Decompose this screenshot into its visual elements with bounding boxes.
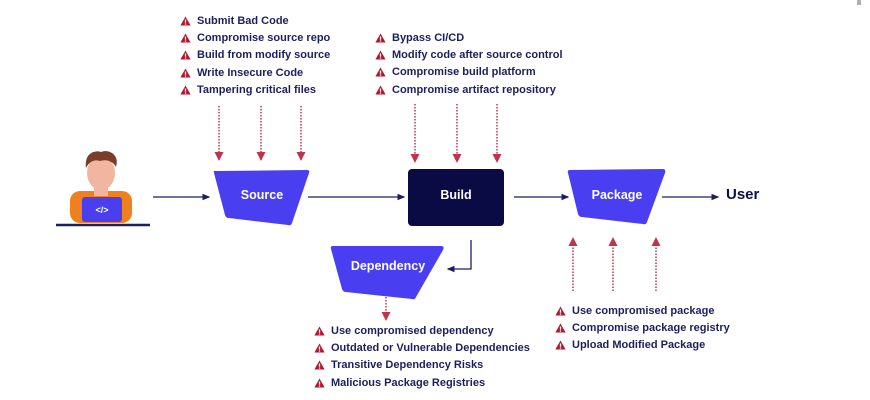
developer-icon: </> (56, 151, 150, 227)
threat-text: Malicious Package Registries (331, 376, 486, 389)
warning-icon (555, 306, 566, 316)
threat-item: Submit Bad Code (180, 12, 330, 29)
threat-text: Upload Modified Package (572, 339, 706, 352)
build-stage (408, 169, 504, 226)
threat-text: Modify code after source control (392, 48, 563, 61)
warning-icon (180, 33, 191, 43)
threat-item: Bypass CI/CD (375, 29, 563, 46)
threat-text: Use compromised package (572, 304, 715, 317)
warning-icon (555, 323, 566, 333)
build-label: Build (440, 188, 472, 202)
threat-text: Outdated or Vulnerable Dependencies (331, 341, 530, 354)
package-stage (567, 169, 666, 225)
developer-head (87, 156, 115, 190)
dependency-label: Dependency (350, 259, 426, 273)
threat-text: Use compromised dependency (331, 324, 494, 337)
threat-item: Compromise package registry (555, 319, 730, 336)
source-stage (213, 170, 310, 226)
warning-icon (375, 84, 386, 95)
threat-text: Tampering critical files (197, 83, 317, 96)
warning-icon (314, 377, 325, 388)
threat-item: Transitive Dependency Risks (314, 357, 530, 374)
threat-item: Outdated or Vulnerable Dependencies (314, 339, 530, 356)
threat-item: Compromise source repo (180, 29, 330, 46)
warning-icon (314, 343, 325, 353)
threat-item: Use compromised dependency (314, 322, 530, 339)
warning-icon (180, 85, 191, 95)
warning-icon (375, 50, 386, 60)
dependency-stage (330, 246, 444, 300)
threat-text: Compromise package registry (572, 321, 730, 334)
warning-icon (375, 67, 386, 77)
build-attack-arrows (410, 104, 502, 163)
threat-item: Upload Modified Package (555, 337, 730, 354)
threat-text: Submit Bad Code (197, 14, 289, 27)
warning-icon (180, 16, 191, 26)
threat-item: Compromise artifact repository (375, 81, 563, 98)
threat-item: Build from modify source (180, 47, 330, 64)
threat-item: Modify code after source control (375, 46, 563, 63)
source-attack-arrows (214, 106, 306, 161)
threat-text: Compromise build platform (392, 66, 536, 79)
user-label: User (726, 186, 760, 203)
corner-artifact (857, 0, 861, 5)
threat-item: Compromise build platform (375, 64, 563, 81)
code-glyph: </> (95, 205, 108, 215)
threat-item: Malicious Package Registries (314, 374, 530, 391)
threat-text: Bypass CI/CD (392, 31, 465, 44)
source-label: Source (240, 188, 284, 202)
developer-hair (85, 151, 117, 168)
dependency-threat-list: Use compromised dependency Outdated or V… (314, 322, 530, 391)
build-threat-list: Bypass CI/CD Modify code after source co… (375, 29, 563, 98)
threat-item: Write Insecure Code (180, 64, 330, 81)
threat-item: Tampering critical files (180, 81, 330, 98)
threat-text: Compromise artifact repository (392, 83, 556, 96)
threat-text: Transitive Dependency Risks (331, 359, 484, 372)
laptop-icon (82, 197, 122, 222)
threat-text: Build from modify source (197, 49, 331, 62)
flow-arrow-build-dependency (446, 240, 472, 273)
warning-icon (375, 33, 386, 43)
threat-item: Use compromised package (555, 302, 730, 319)
threat-text: Compromise source repo (197, 31, 331, 44)
warning-icon (180, 67, 191, 78)
warning-icon (314, 326, 325, 336)
threat-text: Write Insecure Code (197, 66, 304, 79)
warning-icon (314, 360, 325, 370)
warning-icon (555, 340, 566, 350)
package-attack-arrows (568, 237, 661, 291)
package-threat-list: Use compromised package Compromise packa… (555, 302, 730, 354)
warning-icon (180, 50, 191, 60)
package-label: Package (591, 188, 643, 202)
source-threat-list: Submit Bad Code Compromise source repo B… (180, 12, 330, 98)
